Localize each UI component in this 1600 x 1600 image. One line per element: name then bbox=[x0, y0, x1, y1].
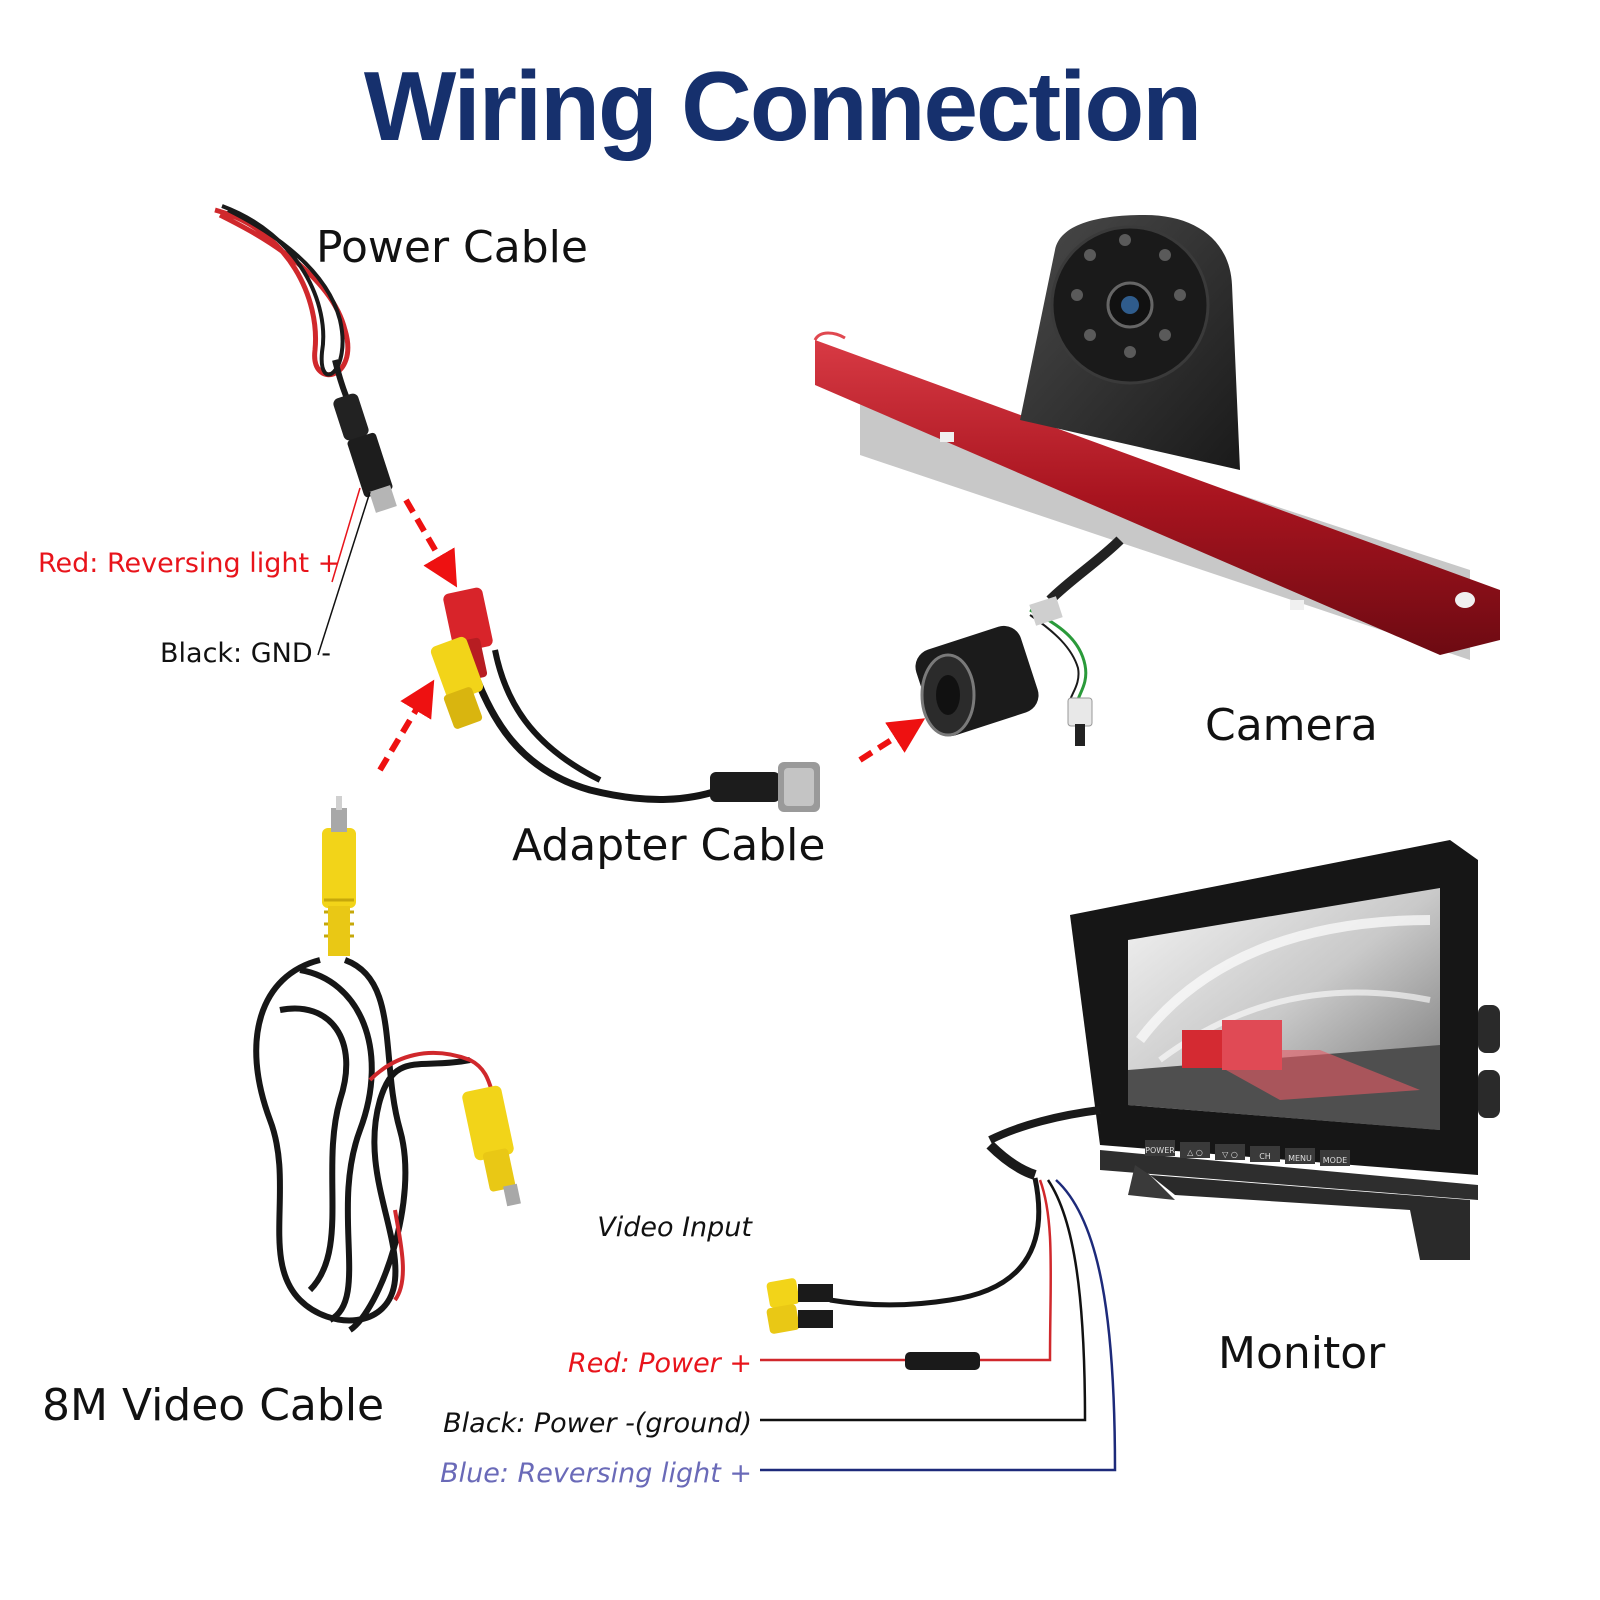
monitor: POWER △ ○ ▽ ○ CH MENU MODE bbox=[1070, 840, 1500, 1260]
camera bbox=[813, 215, 1500, 746]
monitor-btn-ch[interactable]: CH bbox=[1259, 1152, 1271, 1161]
blue-reversing-label: Blue: Reversing light + bbox=[440, 1458, 752, 1489]
red-leader-line bbox=[331, 487, 361, 583]
inline-fuse bbox=[905, 1352, 980, 1370]
video-cable-label: 8M Video Cable bbox=[42, 1380, 384, 1431]
video-input-label: Video Input bbox=[597, 1212, 753, 1243]
black-power-label: Black: Power -(ground) bbox=[443, 1408, 752, 1439]
red-power-label: Red: Power + bbox=[568, 1348, 752, 1379]
monitor-btn-up[interactable]: △ ○ bbox=[1187, 1148, 1203, 1157]
black-leader-line bbox=[317, 491, 371, 656]
monitor-btn-mode[interactable]: MODE bbox=[1323, 1156, 1347, 1165]
monitor-label: Monitor bbox=[1218, 1328, 1386, 1379]
monitor-harness bbox=[760, 1106, 1117, 1472]
arrow-power-to-adapter bbox=[403, 498, 458, 588]
adapter-cable-label: Adapter Cable bbox=[512, 820, 825, 871]
arrow-video-to-adapter bbox=[377, 679, 435, 772]
truck-cab-icon bbox=[1182, 1030, 1222, 1068]
monitor-btn-power[interactable]: POWER bbox=[1145, 1146, 1175, 1155]
monitor-btn-down[interactable]: ▽ ○ bbox=[1222, 1150, 1238, 1159]
monitor-bracket bbox=[1150, 1175, 1470, 1260]
page-title: Wiring Connection bbox=[364, 51, 1200, 161]
video-cable bbox=[253, 796, 521, 1333]
adapter-cable bbox=[430, 587, 820, 812]
truck-trailer-icon bbox=[1222, 1020, 1282, 1070]
camera-label: Camera bbox=[1205, 700, 1378, 751]
monitor-btn-menu[interactable]: MENU bbox=[1288, 1154, 1312, 1163]
power-cable-label: Power Cable bbox=[316, 222, 588, 273]
red-reversing-label: Red: Reversing light + bbox=[38, 548, 340, 579]
black-gnd-label: Black: GND - bbox=[160, 638, 331, 669]
power-cable bbox=[214, 204, 397, 513]
arrow-adapter-to-camera bbox=[858, 718, 926, 763]
